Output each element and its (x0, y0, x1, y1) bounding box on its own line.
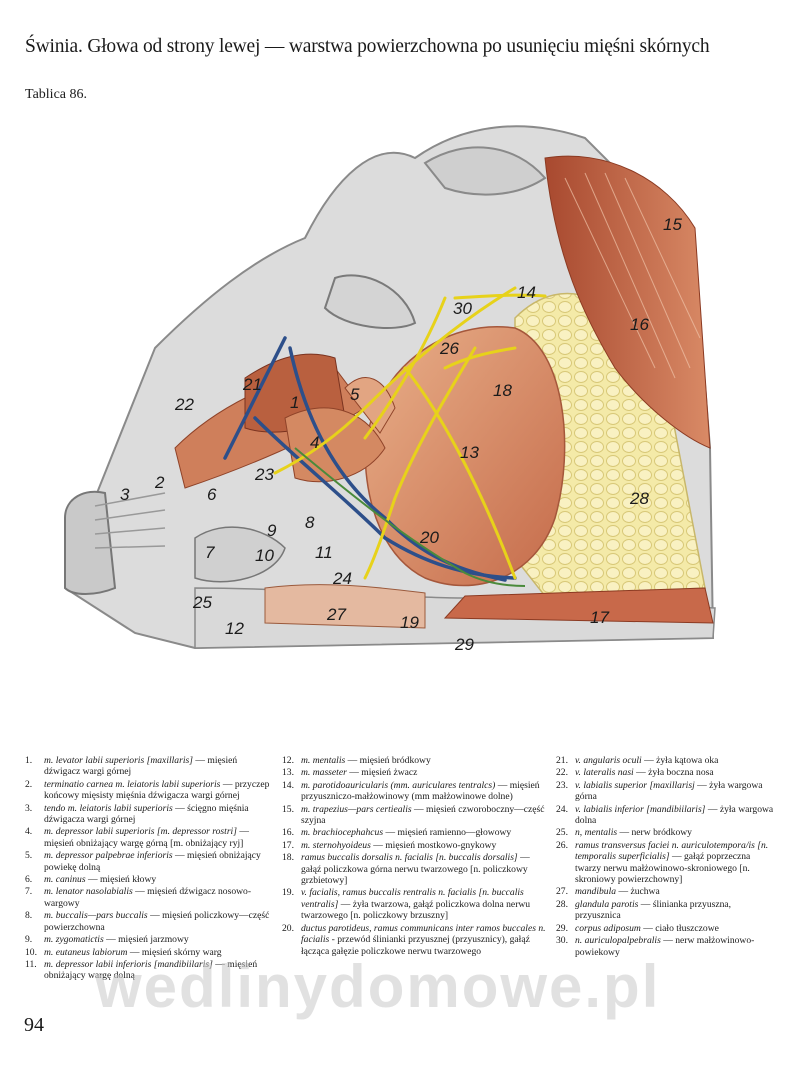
page-title: Świnia. Głowa od strony lewej — warstwa … (25, 36, 710, 57)
legend-item: 2.terminatio carnea m. leiatoris labii s… (25, 778, 270, 802)
legend-item: 25.n, mentalis — nerw bródkowy (556, 827, 692, 839)
fig-num-28: 28 (629, 489, 649, 508)
fig-num-24: 24 (332, 569, 352, 588)
fig-num-26: 26 (439, 339, 459, 358)
fig-num-27: 27 (326, 605, 346, 624)
fig-num-14: 14 (517, 283, 536, 302)
legend-column-2: 12.m. mentalis — mięsień bródkowy 13.m. … (282, 755, 548, 958)
fig-num-23: 23 (254, 465, 274, 484)
watermark: wedlinydomowe.pl (95, 953, 661, 1020)
legend-item: 26.ramus transversus faciei n. auriculot… (556, 839, 769, 886)
legend-item: 12.m. mentalis — mięsień bródkowy (282, 755, 431, 766)
legend-item: 24.v. labialis inferior [mandibiilaris] … (556, 803, 774, 827)
legend-column-3: 21.v. angularis oculi — żyła kątowa oka … (556, 755, 778, 959)
legend-item: 1.m. levator labii superioris [maxillari… (25, 755, 238, 778)
legend-item: 13.m. masseter — mięsień żwacz (282, 767, 418, 779)
fig-num-16: 16 (630, 315, 649, 334)
fig-num-3: 3 (120, 485, 130, 504)
fig-num-9: 9 (267, 521, 277, 540)
fig-num-1: 1 (290, 393, 299, 412)
legend-item: 23.v. labialis superior [maxillarisj — ż… (556, 779, 763, 803)
fig-num-20: 20 (419, 528, 439, 547)
fig-num-13: 13 (460, 443, 479, 462)
fig-num-17: 17 (590, 608, 609, 627)
legend-item: 16.m. brachiocephahcus — mięsień ramienn… (282, 827, 512, 839)
fig-num-6: 6 (207, 485, 217, 504)
legend-item: 3.tendo m. leiatoris labii superioris — … (25, 802, 249, 826)
fig-num-7: 7 (205, 543, 215, 562)
fig-num-12: 12 (225, 619, 244, 638)
fig-num-10: 10 (255, 546, 274, 565)
fig-num-4: 4 (310, 433, 319, 452)
fig-num-15: 15 (663, 215, 682, 234)
fig-num-30: 30 (453, 299, 472, 318)
legend-item: 6.m. caninus — mięsień kłowy (25, 874, 157, 886)
legend-item: 4.m. depressor labii superioris [m. depr… (25, 826, 249, 849)
legend-item: 10.m. eutaneus labiorum — mięsień skórny… (25, 946, 222, 958)
legend-item: 5.m. depressor palpebrae inferioris — mi… (25, 850, 261, 873)
legend-column-1: 1.m. levator labii superioris [maxillari… (25, 755, 273, 983)
legend-item: 27.mandibula — żuchwa (556, 886, 660, 898)
fig-num-18: 18 (493, 381, 512, 400)
legend-item: 15.m. trapezius—pars certiealis — mięsie… (282, 803, 545, 827)
legend-item: 21.v. angularis oculi — żyła kątowa oka (556, 755, 719, 766)
legend-item: 14.m. parotidoauricularis (mm. auricular… (282, 779, 540, 803)
fig-num-19: 19 (400, 613, 419, 632)
legend-item: 29.corpus adiposum — ciało tłuszczowe (556, 922, 719, 934)
legend-item: 30.n. auriculopalpebralis — nerw małżowi… (556, 935, 755, 958)
fig-num-8: 8 (305, 513, 315, 532)
legend-item: 18.ramus buccalis dorsalis n. facialis [… (282, 852, 530, 887)
legend-item: 20.ductus parotideus, ramus communicans … (282, 922, 546, 957)
legend-item: 9.m. zygomatictis — mięsień jarzmowy (25, 934, 189, 946)
fig-num-21: 21 (242, 375, 262, 394)
anatomical-illustration: 1 2 3 4 5 6 7 8 9 10 11 12 13 14 15 16 1… (45, 118, 745, 678)
fig-num-22: 22 (174, 395, 194, 414)
legend-item: 11.m. depressor labii inferioris [mandib… (25, 958, 258, 982)
fig-num-11: 11 (315, 543, 333, 562)
page-number: 94 (24, 1014, 44, 1036)
legend-item: 22.v. lateralis nasi — żyła boczna nosa (556, 767, 714, 779)
legend-item: 17.m. sternohyoideus — mięsień mostkowo-… (282, 839, 497, 851)
fig-num-2: 2 (154, 473, 165, 492)
legend-item: 28.glandula parotis — ślinianka przyuszn… (556, 898, 732, 922)
plate-label: Tablica 86. (25, 87, 87, 102)
legend-item: 7.m. lenator nasolabialis — mięsień dźwi… (25, 886, 252, 909)
fig-num-29: 29 (454, 635, 474, 654)
legend-item: 8.m. buccalis—pars buccalis — mięsień po… (25, 910, 270, 933)
legend-item: 19.v. facialis, ramus buccalis rentralis… (282, 887, 531, 922)
fig-num-25: 25 (192, 593, 212, 612)
fig-num-5: 5 (350, 385, 360, 404)
